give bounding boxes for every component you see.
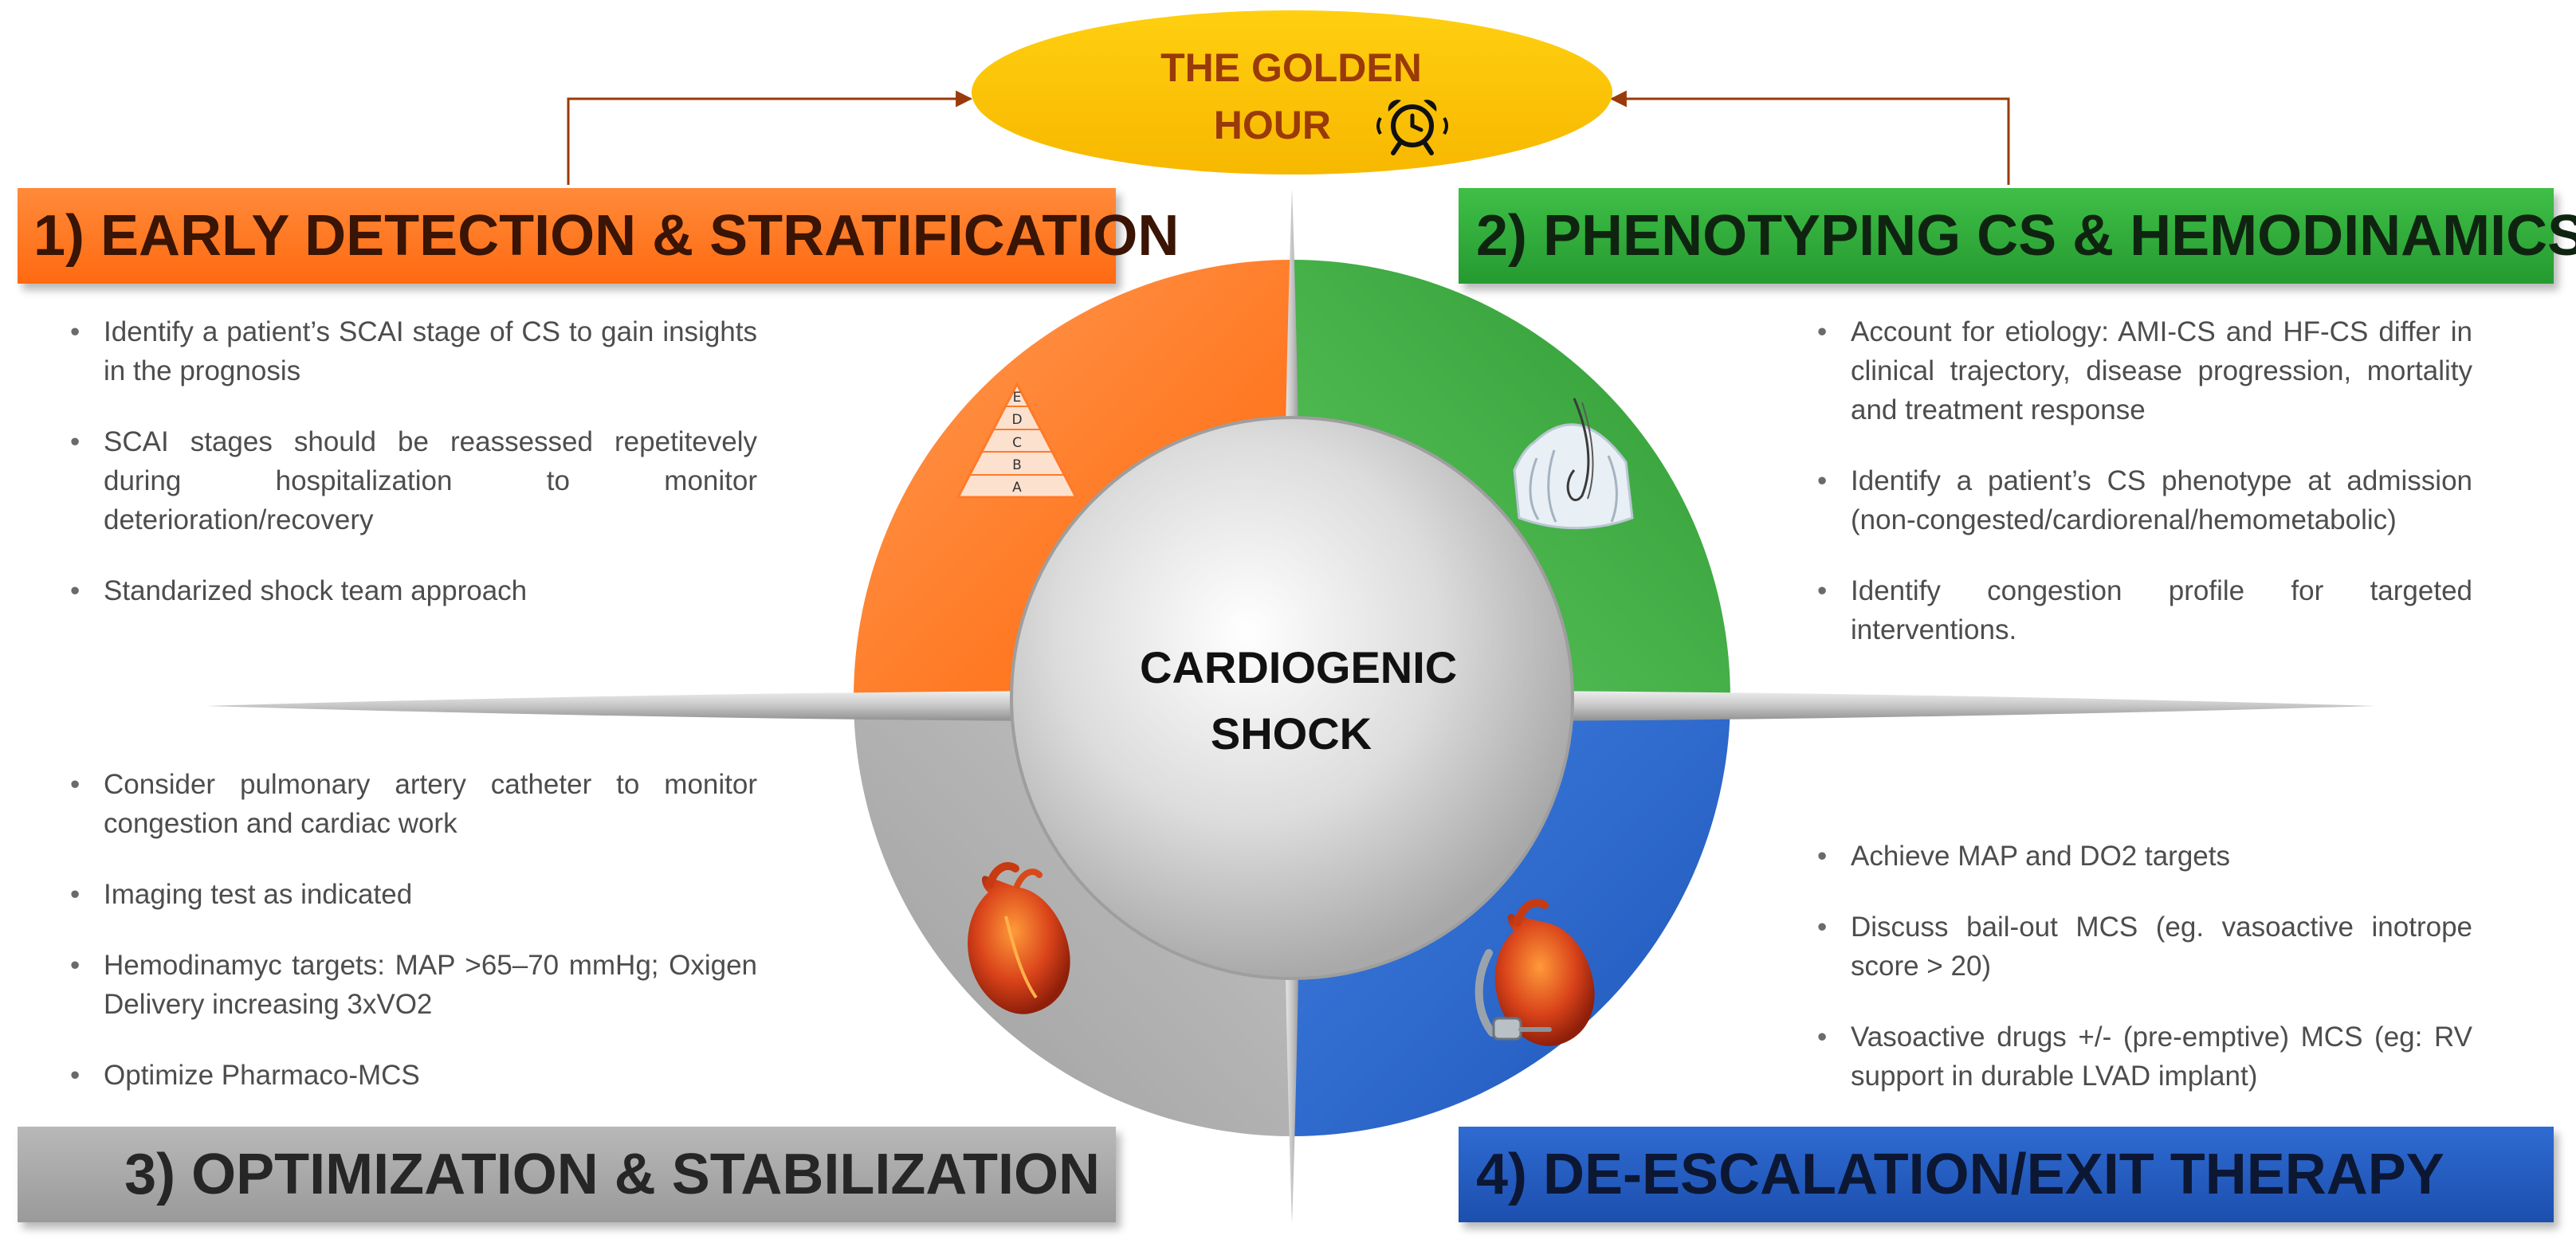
bullet-item: Optimize Pharmaco-MCS [64,1056,757,1095]
bullet-item: Achieve MAP and DO2 targets [1811,837,2472,876]
pyramid-level-d: D [1011,412,1022,428]
bullet-item: Identify a patient’s SCAI stage of CS to… [64,312,757,390]
bullet-item: Imaging test as indicated [64,875,757,914]
quadrant-2-ring [1292,260,1730,698]
pyramid-level-c: C [1012,435,1022,451]
pyramid-level-b: B [1012,457,1022,473]
alarm-clock-icon [1376,100,1448,155]
connector-arrow-left [567,90,973,185]
quadrant-2-bullets: Account for etiology: AMI-CS and HF-CS d… [1811,312,2472,681]
bullet-item: Discuss bail-out MCS (eg. vasoactive ino… [1811,908,2472,986]
chest-xray-icon [1513,398,1634,530]
bullet-item: Account for etiology: AMI-CS and HF-CS d… [1811,312,2472,429]
quadrant-3-banner: 3) OPTIMIZATION & STABILIZATION [18,1127,1116,1222]
bullet-item: Hemodinamyc targets: MAP >65–70 mmHg; Ox… [64,946,757,1024]
quadrant-2-banner: 2) PHENOTYPING CS & HEMODINAMICS [1459,188,2576,284]
quadrant-4-banner: 4) DE-ESCALATION/EXIT THERAPY [1459,1127,2554,1222]
golden-hour-title-line-1: THE GOLDEN [1160,45,1422,90]
bullet-item: Standarized shock team approach [64,571,757,610]
quadrant-4-bullets: Achieve MAP and DO2 targets Discuss bail… [1811,837,2472,1127]
quadrant-1-banner: 1) EARLY DETECTION & STRATIFICATION [18,188,1179,284]
golden-hour-title-line-2: HOUR [1213,103,1331,147]
center-circle [1010,416,1574,980]
center-label-line-1: CARDIOGENIC [1140,642,1458,692]
quadrant-1-bullets: Identify a patient’s SCAI stage of CS to… [64,312,757,642]
pyramid-level-a: A [1012,480,1022,496]
heart-lvad-icon [1475,899,1595,1046]
bullet-item: Identify congestion profile for targeted… [1811,571,2472,649]
bullet-item: SCAI stages should be reassessed repetit… [64,422,757,539]
quadrant-3-bullets: Consider pulmonary artery catheter to mo… [64,765,757,1127]
scai-pyramid-icon: E D C B A [956,381,1078,499]
connector-arrow-right [1609,90,2010,185]
pyramid-level-e: E [1013,390,1022,406]
golden-hour-ellipse [972,10,1612,174]
bullet-item: Vasoactive drugs +/- (pre-emptive) MCS (… [1811,1018,2472,1096]
heart-icon [968,861,1070,1014]
quadrant-3-ring [854,698,1292,1136]
bullet-item: Consider pulmonary artery catheter to mo… [64,765,757,843]
bullet-item: Identify a patient’s CS phenotype at adm… [1811,461,2472,539]
center-label-line-2: SHOCK [1210,708,1372,759]
quadrant-1-ring [854,260,1292,698]
